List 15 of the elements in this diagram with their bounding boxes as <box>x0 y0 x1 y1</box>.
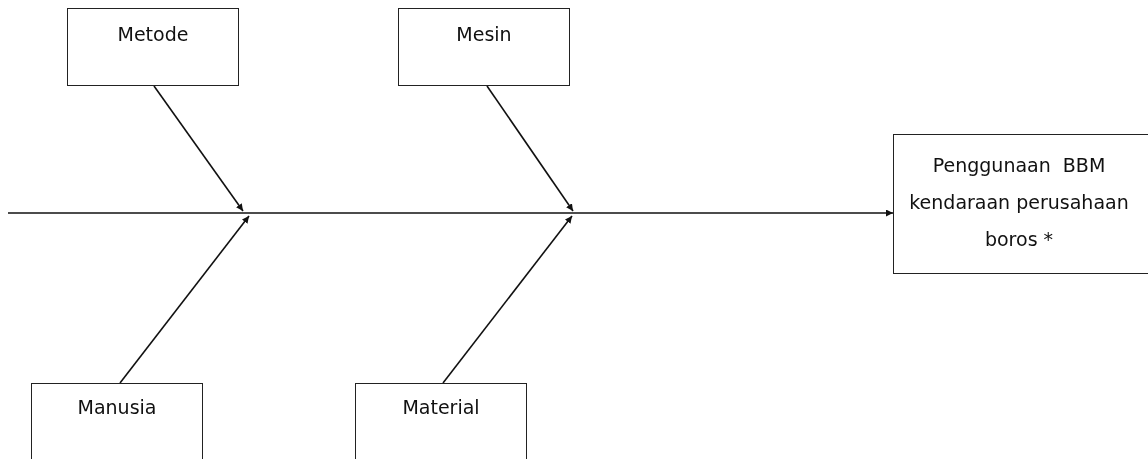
spine-arrow <box>7 209 894 217</box>
node-label: Material <box>401 396 481 418</box>
arrow <box>442 215 573 384</box>
arrow <box>153 85 244 212</box>
node-label: Manusia <box>76 396 158 418</box>
cause-box <box>355 383 527 459</box>
cause-box <box>398 8 570 86</box>
arrow <box>486 85 574 212</box>
cause-box <box>31 383 203 459</box>
node-label: Mesin <box>455 23 513 45</box>
node-label: Penggunaan BBM kendaraan perusahaan boros * <box>908 153 1130 252</box>
cause-box <box>67 8 239 86</box>
effect-box <box>893 134 1148 274</box>
node-label: Metode <box>116 23 190 45</box>
arrow <box>119 215 250 384</box>
